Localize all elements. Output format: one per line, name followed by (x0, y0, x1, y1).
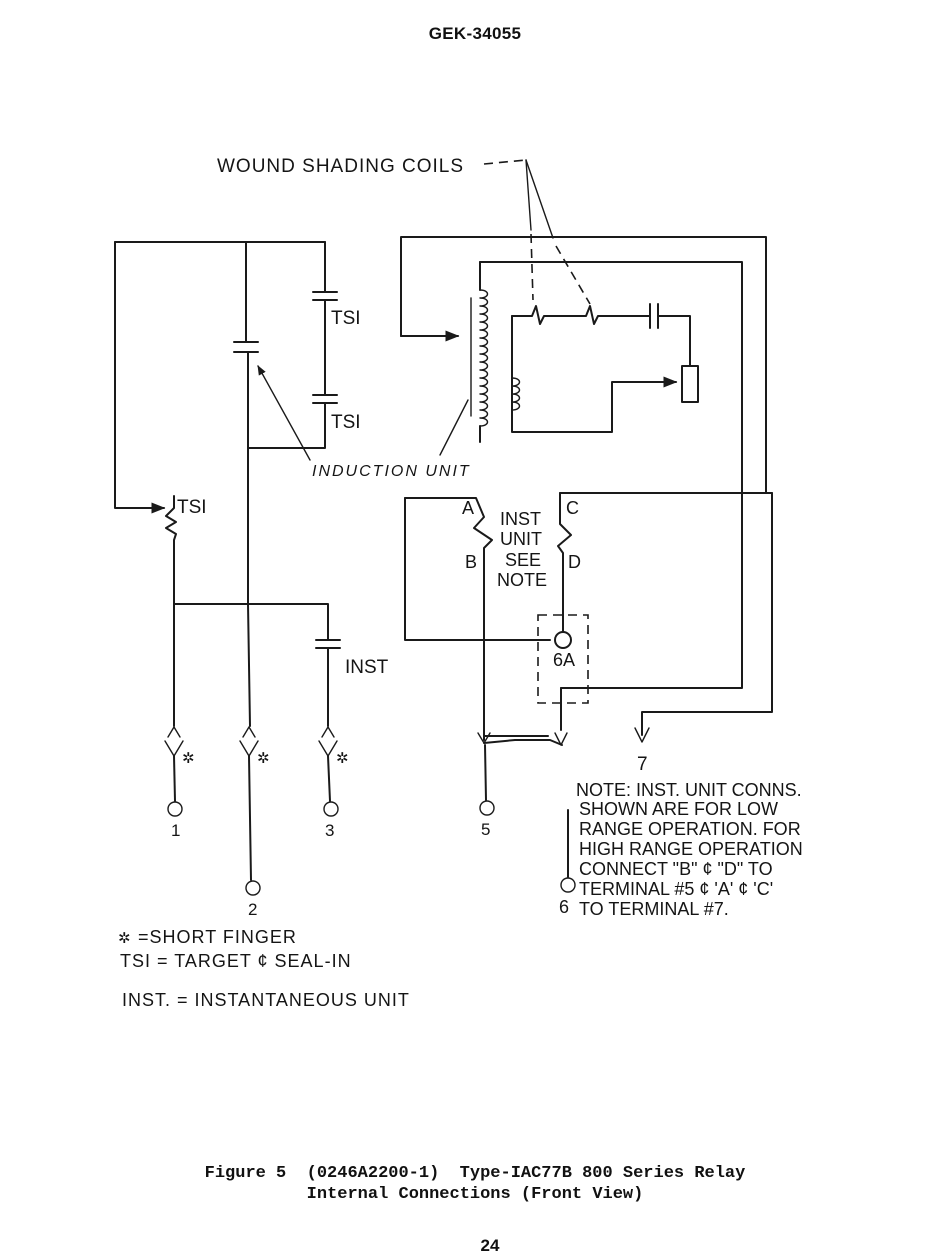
terminal-7-label: 7 (637, 754, 648, 775)
note-line-1: NOTE: INST. UNIT CONNS. (576, 780, 802, 800)
svg-text:✲: ✲ (257, 750, 270, 767)
note-line-5: CONNECT "B" ¢ "D" TO (579, 859, 773, 879)
inst-unit-label-line4: NOTE (497, 570, 547, 590)
terminal-5-label: 5 (481, 820, 490, 839)
short-finger-legend-symbol: ✲ (118, 930, 131, 947)
inst-contact-label: INST (345, 657, 389, 678)
tsi-label-lower: TSI (331, 412, 361, 433)
tsi-coil (165, 495, 177, 605)
note-line-3: RANGE OPERATION. FOR (579, 819, 801, 839)
page-number: 24 (480, 1236, 500, 1255)
terminal-circles-left (167, 801, 339, 896)
inst-contact-network (173, 603, 341, 727)
legend-tsi: TSI = TARGET ¢ SEAL-IN (120, 951, 352, 971)
induction-unit-label: INDUCTION UNIT (312, 463, 471, 480)
note-line-2: SHOWN ARE FOR LOW (579, 799, 778, 819)
inst-terminal-c: C (566, 498, 579, 518)
figure-caption-line1: Figure 5 (0246A2200-1) Type-IAC77B 800 S… (204, 1164, 746, 1183)
inst-terminal-a: A (462, 498, 474, 518)
figure-caption-line2: Internal Connections (Front View) (306, 1185, 644, 1204)
shading-coils-leader (483, 159, 591, 305)
document-number: GEK-34055 (428, 24, 522, 43)
induction-coil-leader (439, 399, 469, 456)
terminal-7-lead (559, 492, 773, 743)
tsi-label-upper: TSI (331, 308, 361, 329)
terminal-6-label: 6 (559, 897, 569, 917)
note-block (560, 809, 576, 893)
tsi-coil-label: TSI (177, 497, 207, 518)
short-finger-symbols: ✲ ✲ ✲ (182, 750, 349, 767)
svg-text:✲: ✲ (182, 750, 195, 767)
inst-unit-label-line3: SEE (505, 550, 541, 570)
terminal-1-label: 1 (171, 821, 180, 840)
shading-coils-label: WOUND SHADING COILS (217, 156, 464, 177)
terminal-3-label: 3 (325, 821, 334, 840)
instantaneous-unit (404, 492, 589, 816)
inst-unit-label-line1: INST (500, 509, 541, 529)
legend-inst: INST. = INSTANTANEOUS UNIT (122, 990, 410, 1010)
inst-terminal-d: D (568, 552, 581, 572)
note-line-7: TO TERMINAL #7. (579, 899, 729, 919)
terminal-6a-label: 6A (553, 650, 575, 670)
left-contact-network (114, 241, 338, 605)
inst-terminal-b: B (465, 552, 477, 572)
terminal-drops-left (164, 603, 338, 881)
inst-unit-label-line2: UNIT (500, 529, 542, 549)
note-line-6: TERMINAL #5 ¢ 'A' ¢ 'C' (579, 879, 773, 899)
terminal-2-label: 2 (248, 900, 257, 919)
legend-short-finger: =SHORT FINGER (138, 927, 297, 947)
note-line-4: HIGH RANGE OPERATION (579, 839, 803, 859)
svg-text:✲: ✲ (336, 750, 349, 767)
induction-contact-leader (257, 365, 311, 461)
